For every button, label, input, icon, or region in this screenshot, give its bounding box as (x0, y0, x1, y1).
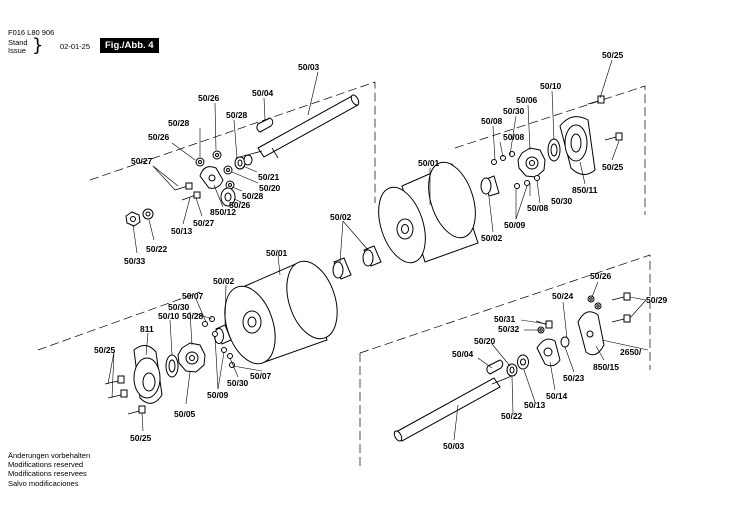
part-label-50-02: 50/02 (330, 212, 352, 222)
issue-date: 02-01-25 (60, 42, 91, 51)
issue-label: Issue (8, 46, 26, 55)
part-label-50-28: 50/28 (242, 191, 264, 201)
part-label-50-25: 50/25 (94, 345, 116, 355)
part-number-labels: 50/03 50/04 50/26 50/28 50/28 50/26 50/2… (94, 50, 668, 451)
part-label-50-02: 50/02 (481, 233, 503, 243)
lower-right-parts (393, 292, 631, 442)
stand-label: Stand (8, 38, 28, 47)
part-label-50-25: 50/25 (130, 433, 152, 443)
lower-left-parts (104, 316, 235, 415)
part-label-50-28: 50/28 (168, 118, 190, 128)
part-label-50-06: 50/06 (516, 95, 538, 105)
part-label-50-08: 50/08 (481, 116, 503, 126)
part-label-850-12: 850/12 (210, 207, 236, 217)
part-label-50-08: 50/08 (527, 203, 549, 213)
part-label-50-10: 50/10 (540, 81, 562, 91)
alignment-lines (37, 81, 651, 470)
part-label-50-30: 50/30 (168, 302, 190, 312)
part-label-50-30: 50/30 (503, 106, 525, 116)
part-label-50-04: 50/04 (252, 88, 274, 98)
part-label-50-20: 50/20 (474, 336, 496, 346)
note-es: Salvo modificaciones (8, 478, 79, 488)
part-label-50-25: 50/25 (602, 50, 624, 60)
part-label-50-22: 50/22 (146, 244, 168, 254)
part-label-50-02: 50/02 (213, 276, 235, 286)
part-label-50-07: 50/07 (250, 371, 272, 381)
part-label-50-20: 50/20 (259, 183, 281, 193)
note-de: Änderungen vorbehalten (8, 451, 91, 460)
roller-cylinder-lower (224, 260, 338, 365)
shaft-top (235, 94, 360, 159)
part-label-50-13: 50/13 (524, 400, 546, 410)
part-label-50-03: 50/03 (298, 62, 320, 72)
note-fr: Modifications reservees (8, 469, 87, 479)
part-label-50-25: 50/25 (602, 162, 624, 172)
part-label-850-11: 850/11 (572, 185, 598, 195)
part-label-50-01: 50/01 (266, 248, 288, 258)
part-label-50-26: 50/26 (148, 132, 170, 142)
top-right-parts (480, 95, 623, 197)
part-label-850-15: 850/15 (593, 362, 619, 372)
part-label-50-32: 50/32 (498, 324, 520, 334)
part-label-50-27: 50/27 (193, 218, 215, 228)
note-en: Modifications reserved (8, 460, 84, 470)
part-label-50-33: 50/33 (124, 256, 146, 266)
part-label-50-24: 50/24 (552, 291, 574, 301)
part-label-50-03: 50/03 (443, 441, 465, 451)
part-label-50-28: 50/28 (226, 110, 248, 120)
part-label-50-23: 50/23 (563, 373, 585, 383)
part-label-50-07: 50/07 (182, 291, 204, 301)
part-label-50-10: 50/10 (158, 311, 180, 321)
part-label-50-30: 50/30 (227, 378, 249, 388)
brace-glyph: } (32, 35, 44, 56)
part-label-50-08: 50/08 (503, 132, 525, 142)
part-label-50-09: 50/09 (504, 220, 526, 230)
part-label-50-13: 50/13 (171, 226, 193, 236)
figure-label: Fig./Abb. 4 (100, 38, 159, 53)
part-label-50-05: 50/05 (174, 409, 196, 419)
roller-cylinder-top (378, 161, 479, 264)
part-label-50-01: 50/01 (418, 158, 440, 168)
part-label-50-30: 50/30 (551, 196, 573, 206)
part-label-50-29: 50/29 (646, 295, 668, 305)
part-label-811: 811 (140, 324, 154, 334)
top-small-parts (125, 150, 253, 227)
flange-top (199, 166, 224, 189)
part-label-50-27: 50/27 (131, 156, 153, 166)
document-number: F016 L80 906 (8, 28, 55, 37)
part-label-2650: 2650/ (620, 347, 642, 357)
part-label-50-14: 50/14 (546, 391, 568, 401)
sleeves-middle (332, 245, 382, 280)
part-label-50-22: 50/22 (501, 411, 523, 421)
leader-lines (107, 59, 649, 441)
modification-notes: Änderungen vorbehalten Modifications res… (8, 451, 90, 488)
part-label-50-31: 50/31 (494, 314, 516, 324)
part-label-50-26: 50/26 (590, 271, 612, 281)
part-label-50-09: 50/09 (207, 390, 229, 400)
key-top (256, 117, 274, 133)
part-label-50-26: 50/26 (198, 93, 220, 103)
part-label-50-21: 50/21 (258, 172, 280, 182)
part-label-50-04: 50/04 (452, 349, 474, 359)
part-label-50-28: 50/28 (182, 311, 204, 321)
part-label-50-26: 50/26 (229, 200, 251, 210)
